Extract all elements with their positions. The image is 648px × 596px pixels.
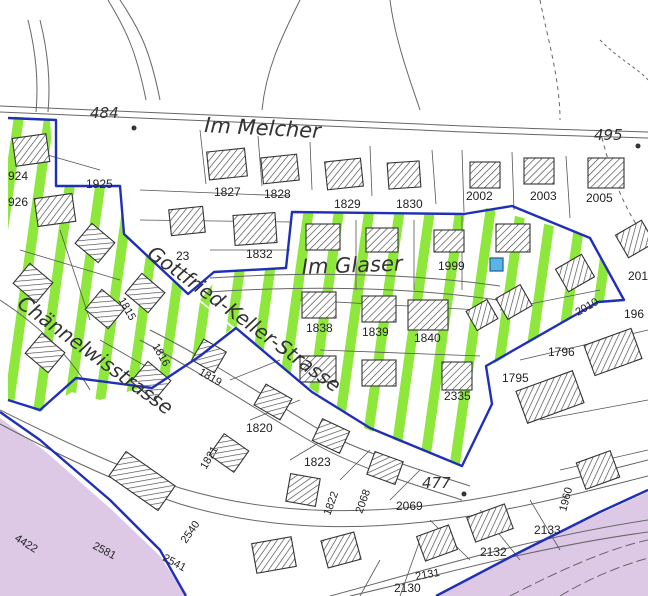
- parcel-label: 1795: [502, 371, 529, 385]
- parcel-label: 2003: [530, 189, 557, 203]
- street-number-495: 495: [594, 126, 623, 144]
- parcel-label: 1999: [438, 259, 465, 273]
- street-number-477: 477: [422, 474, 451, 492]
- parcel-label: 2068: [354, 488, 374, 515]
- parcel-label: 2002: [466, 189, 493, 203]
- lilac-zone-area-right: [436, 492, 648, 596]
- parcel-label: 2069: [396, 499, 423, 513]
- parcel-label: 1830: [396, 197, 423, 211]
- parcel-label: 2005: [586, 191, 613, 205]
- parcel-label: 1838: [306, 321, 333, 335]
- parcel-label: 1828: [264, 187, 291, 201]
- parcel-label: 196: [624, 307, 644, 321]
- parcel-label: 1819: [197, 366, 224, 389]
- street-number-point: [131, 125, 137, 131]
- parcel-label: 2131: [414, 567, 440, 583]
- parcel-label: 2335: [444, 389, 471, 403]
- parcel-label: 1829: [334, 197, 361, 211]
- parcel-label: 1820: [246, 421, 273, 435]
- zone-boundaries: [0, 116, 648, 596]
- green-striped-zone-left: [8, 116, 232, 412]
- parcel-label: 1840: [414, 331, 441, 345]
- green-striped-zone-center: [200, 208, 624, 466]
- parcel-label: 1823: [304, 455, 331, 469]
- parcel-label: 201: [628, 269, 648, 283]
- parcel-label: 2132: [480, 545, 507, 559]
- street-number-point: [635, 143, 641, 149]
- parcel-label: 2133: [534, 523, 561, 537]
- parcel-label: 1925: [86, 177, 113, 191]
- street-label-im-glaser: Im Glaser: [301, 251, 404, 279]
- parcel-label: 2130: [394, 581, 421, 595]
- street-number-point: [461, 491, 467, 497]
- parcel-label: 1839: [362, 325, 389, 339]
- lilac-zone-area: [0, 418, 186, 596]
- location-marker[interactable]: [489, 257, 504, 272]
- parcel-label: 1832: [246, 247, 273, 261]
- parcel-label: 1822: [322, 490, 342, 517]
- parcel-label: 926: [8, 195, 28, 209]
- street-label-im-melcher: Im Melcher: [204, 113, 323, 143]
- buildings: [11, 133, 648, 574]
- parcel-label: 924: [8, 169, 28, 183]
- parcel-label: 1796: [548, 345, 575, 359]
- street-number-484: 484: [90, 104, 119, 122]
- parcel-label: 23: [176, 249, 190, 263]
- parcel-label: 2540: [179, 519, 203, 546]
- parcel-label: 1827: [214, 185, 241, 199]
- parcel-label: 1960: [557, 486, 575, 513]
